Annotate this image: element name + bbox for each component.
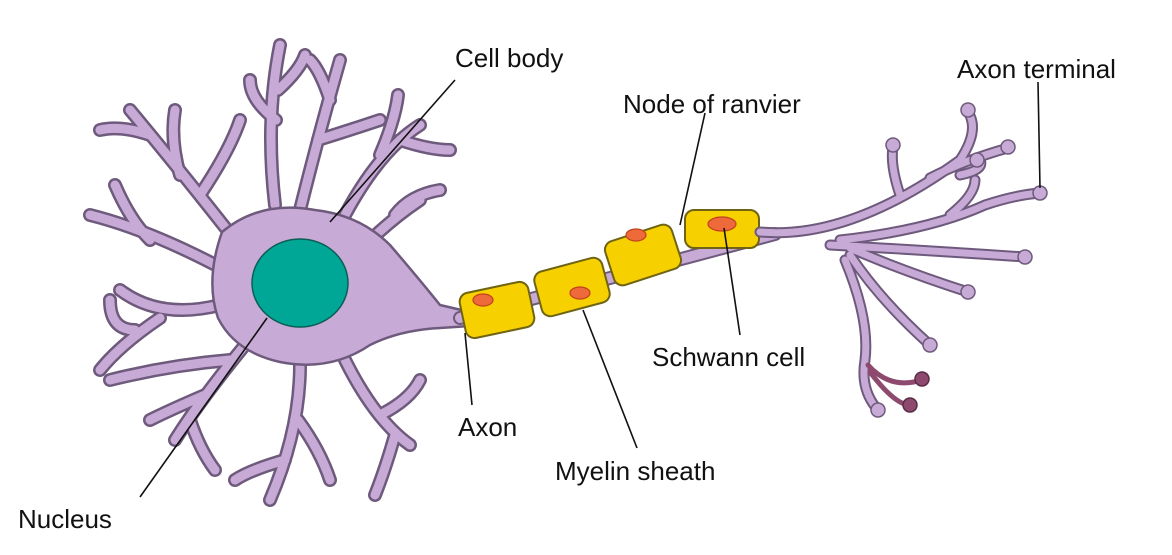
label-nucleus: Nucleus <box>18 504 112 534</box>
myelin-sheath-4 <box>684 209 760 249</box>
schwann-nucleus-1 <box>472 293 494 307</box>
leader-myelin-sheath <box>582 309 638 449</box>
leader-lines <box>139 79 1041 498</box>
label-cell-body: Cell body <box>455 43 563 73</box>
label-axon: Axon <box>458 412 517 442</box>
schwann-nucleus-4 <box>707 216 737 232</box>
label-myelin-sheath: Myelin sheath <box>555 456 715 486</box>
nucleus-shape <box>251 238 349 328</box>
label-axon-terminal: Axon terminal <box>957 54 1116 84</box>
myelin-sheath-1 <box>458 280 536 340</box>
terminal-knobs <box>870 102 1048 418</box>
schwann-nucleus-2 <box>569 286 591 300</box>
leader-axon <box>464 332 473 406</box>
leader-cell-body <box>329 79 456 223</box>
schwann-nucleus-3 <box>625 228 647 242</box>
leader-schwann-cell <box>723 227 741 336</box>
myelin-sheath-3 <box>603 223 683 287</box>
label-schwann-cell: Schwann cell <box>652 342 805 372</box>
leader-node-of-ranvier <box>679 112 706 226</box>
dendrites-fill <box>85 40 455 505</box>
axon-terminal-branches <box>754 102 1048 418</box>
leader-nucleus <box>139 317 268 498</box>
label-node-of-ranvier: Node of ranvier <box>623 89 801 119</box>
myelin-sheath-2 <box>533 256 611 318</box>
leader-axon-terminal <box>1037 81 1041 189</box>
